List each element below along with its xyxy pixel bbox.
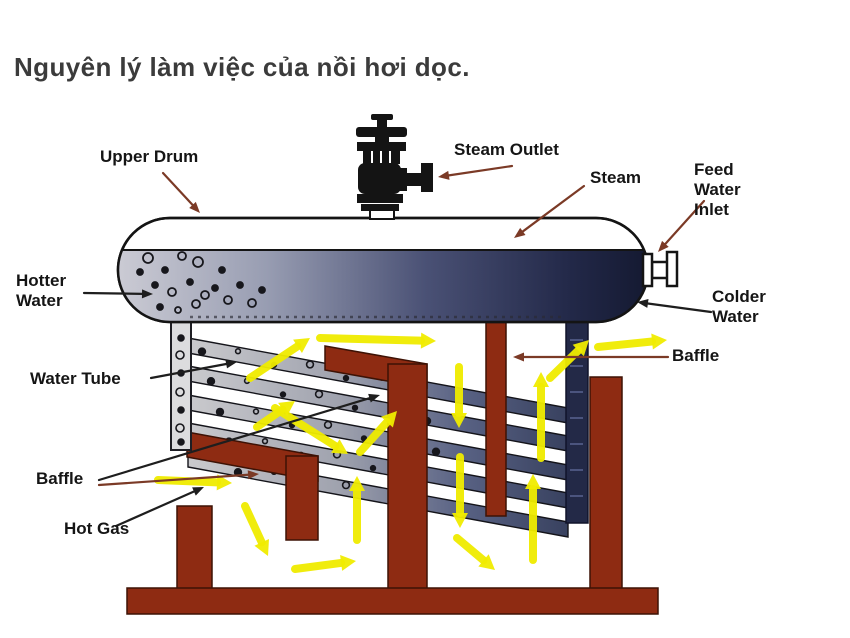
- downcomer-tube: [170, 321, 192, 451]
- label-baffle-right: Baffle: [672, 346, 720, 365]
- feed-water-inlet-fitting: [641, 250, 679, 288]
- downcomer-bubbles: [175, 334, 185, 446]
- hot-gas-flow-arrows: [154, 332, 667, 573]
- upper-drum: [116, 216, 650, 324]
- label-steam-outlet: Steam Outlet: [454, 140, 559, 159]
- label-upper-drum: Upper Drum: [100, 147, 199, 166]
- label-steam: Steam: [590, 168, 642, 187]
- furnace-left-leg: [176, 505, 213, 590]
- furnace-right-wall: [589, 376, 623, 590]
- baffle-hanging-left: [324, 345, 428, 590]
- steam-outlet-valve: [356, 114, 433, 220]
- steam-bubbles: [136, 251, 266, 314]
- label-hotter-water: Hotter Water: [16, 271, 67, 310]
- label-feed-water-inlet: Feed Water Inlet: [694, 160, 741, 219]
- baffle-hanging-right: [485, 321, 507, 517]
- label-water-tube: Water Tube: [30, 369, 121, 388]
- page-title: Nguyên lý làm việc của nồi hơi dọc.: [14, 52, 470, 82]
- riser-tube: [565, 319, 589, 524]
- drum-water: [118, 250, 648, 322]
- label-colder-water: Colder Water: [712, 287, 766, 326]
- label-baffle-left: Baffle: [36, 469, 84, 488]
- furnace-base: [126, 587, 659, 615]
- label-pointer-arrows: [82, 164, 713, 528]
- label-hot-gas: Hot Gas: [64, 519, 130, 538]
